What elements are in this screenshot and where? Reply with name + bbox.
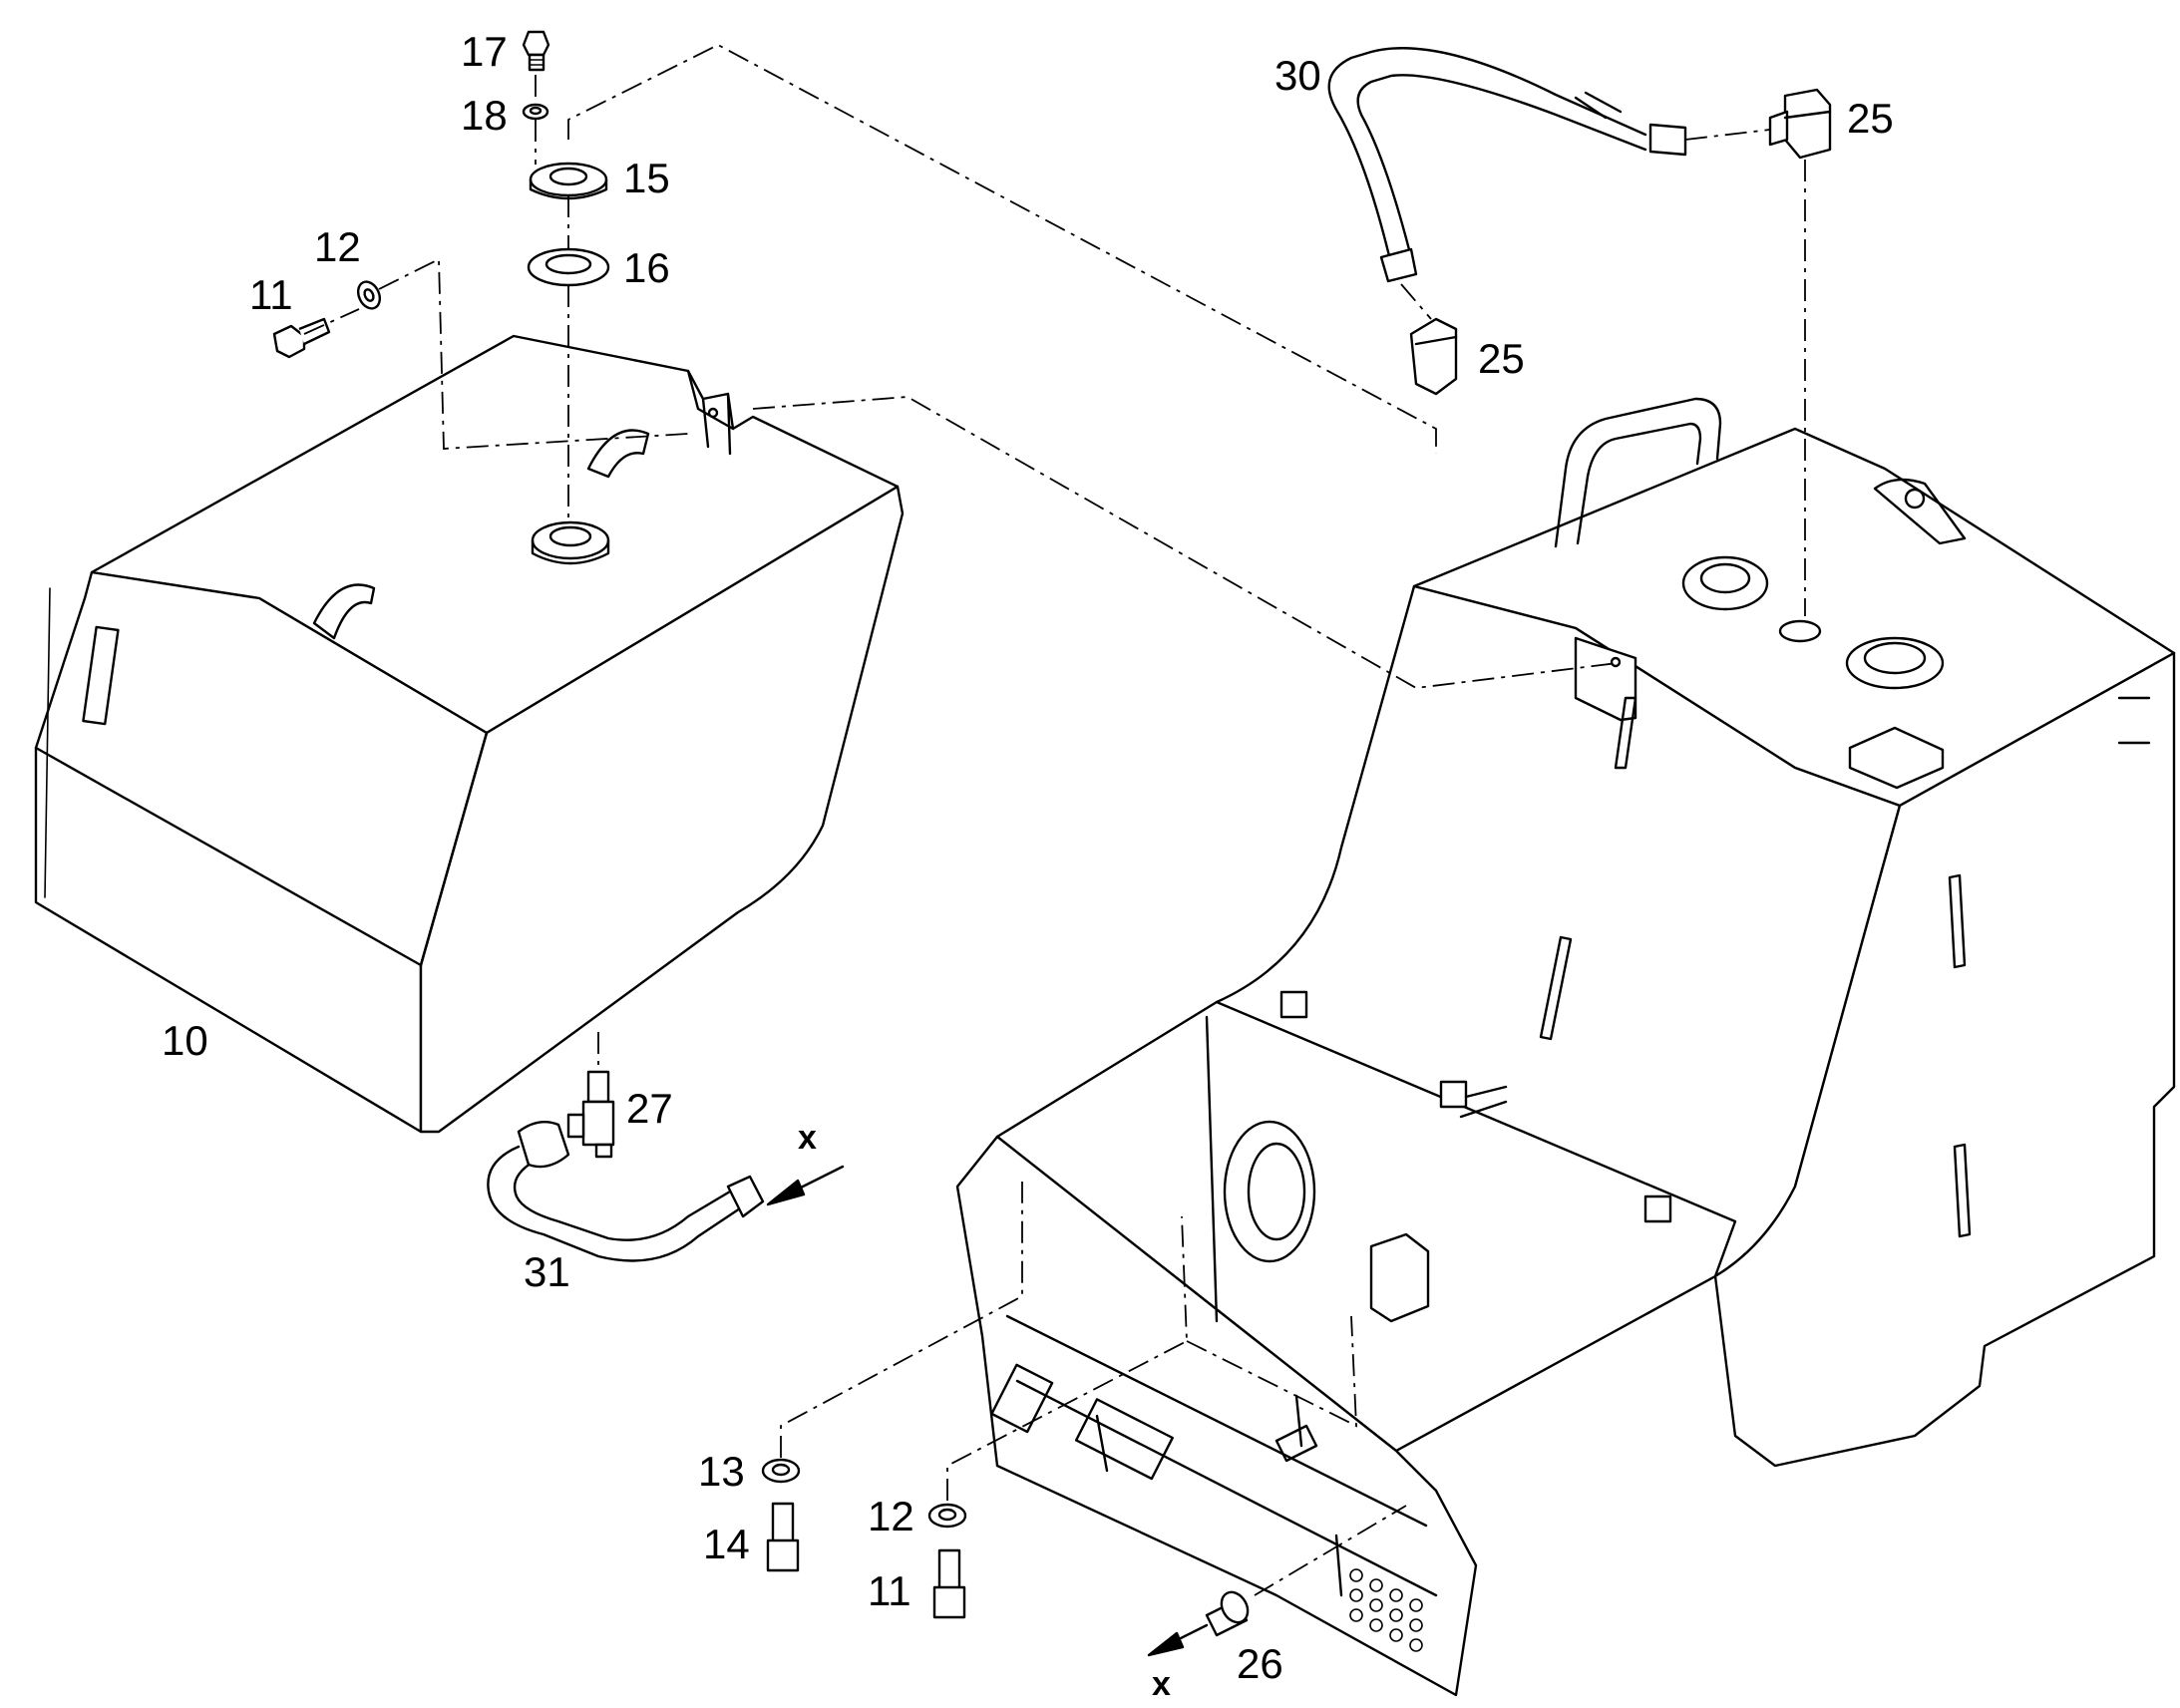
callout-25-lower: 25 xyxy=(1478,335,1525,382)
frame-top-lug-hole xyxy=(1904,488,1926,510)
frame-top-lug xyxy=(1873,478,1967,545)
hose-part-30 xyxy=(1327,47,1687,283)
view-arrow-upper xyxy=(766,1165,845,1206)
assembly-lines xyxy=(303,43,1806,1596)
frame-back-bracket xyxy=(1574,636,1637,722)
callout-16: 16 xyxy=(623,244,670,291)
frame-mount-pad xyxy=(1848,726,1945,790)
frame-back-bracket-hole xyxy=(1610,656,1622,668)
tank-filler-rim xyxy=(531,538,610,565)
view-marker-x-lower: x xyxy=(1152,1665,1171,1703)
screw-part-11-bottom xyxy=(932,1548,966,1619)
washer-part-12-bottom xyxy=(927,1503,967,1529)
callout-31: 31 xyxy=(524,1248,570,1295)
callout-18: 18 xyxy=(461,92,508,139)
frame-cap-inner xyxy=(1863,641,1927,675)
frame-front-slot-left xyxy=(1074,1398,1174,1481)
frame-back-slot-1 xyxy=(1614,696,1637,770)
frame-inner-tank-wall xyxy=(1205,990,1672,1323)
frame-side-slot-1 xyxy=(1948,873,1967,969)
frame-base-mount xyxy=(1274,1394,1318,1463)
callout-12-bottom: 12 xyxy=(868,1493,914,1539)
tank-bracket-hole xyxy=(707,407,719,419)
machine-frame xyxy=(955,397,2176,1697)
callout-13: 13 xyxy=(698,1448,745,1495)
callout-30: 30 xyxy=(1274,52,1321,99)
callout-10: 10 xyxy=(162,1017,208,1064)
frame-pins xyxy=(2117,696,2151,745)
callout-11-bottom: 11 xyxy=(868,1567,911,1614)
plug-part-26 xyxy=(1205,1590,1250,1637)
washer-part-13 xyxy=(761,1458,801,1484)
frame-front-slot-right xyxy=(990,1363,1054,1434)
frame-plug-seat xyxy=(1778,619,1822,643)
callout-26: 26 xyxy=(1237,1640,1283,1687)
callout-11-top: 11 xyxy=(249,271,293,318)
frame-filler-bore xyxy=(1699,562,1751,594)
screw-part-17 xyxy=(522,30,550,72)
fitting-part-25-lower xyxy=(1409,317,1458,396)
tank-front-hook xyxy=(312,583,376,640)
frame-base-front xyxy=(955,1135,1478,1697)
tank-part-10 xyxy=(34,334,905,1134)
tank-sight-window xyxy=(82,625,120,726)
callout-12-top: 12 xyxy=(314,223,361,270)
callout-27: 27 xyxy=(626,1085,673,1132)
tank-top-bracket xyxy=(686,369,735,456)
screw-part-14 xyxy=(766,1502,800,1572)
screw-part-11-top xyxy=(272,317,331,359)
frame-side-slot-2 xyxy=(1953,1143,1972,1238)
tee-part-27 xyxy=(566,1070,615,1159)
frame-handle xyxy=(1554,397,1722,548)
callout-14: 14 xyxy=(703,1521,750,1567)
callout-17: 17 xyxy=(461,28,508,75)
hose-part-31 xyxy=(487,1121,765,1262)
tank-filler-bore xyxy=(548,525,592,547)
view-arrow-lower xyxy=(1147,1623,1209,1657)
washer-part-18 xyxy=(522,103,549,121)
washer-part-12-top xyxy=(356,280,382,310)
view-marker-x-upper: x xyxy=(798,1119,817,1157)
frame-vent-grille xyxy=(1349,1568,1423,1652)
flange-part-15 xyxy=(529,162,608,200)
frame-cap-ring xyxy=(1845,636,1945,690)
gasket-part-16 xyxy=(527,247,610,287)
callout-25-upper: 25 xyxy=(1847,95,1894,142)
tank-side-bevel xyxy=(419,731,489,967)
tank-side-face xyxy=(419,485,905,1134)
frame-right-side xyxy=(1713,651,2176,1468)
tank-front-edge xyxy=(44,587,51,898)
fitting-part-25-upper xyxy=(1768,88,1832,160)
tank-front-seam xyxy=(34,746,423,967)
frame-back-slot-2 xyxy=(1539,935,1573,1041)
frame-base-inner-edge xyxy=(1005,1314,1428,1528)
callout-15: 15 xyxy=(623,155,670,201)
tank-rear-hook xyxy=(586,429,650,479)
